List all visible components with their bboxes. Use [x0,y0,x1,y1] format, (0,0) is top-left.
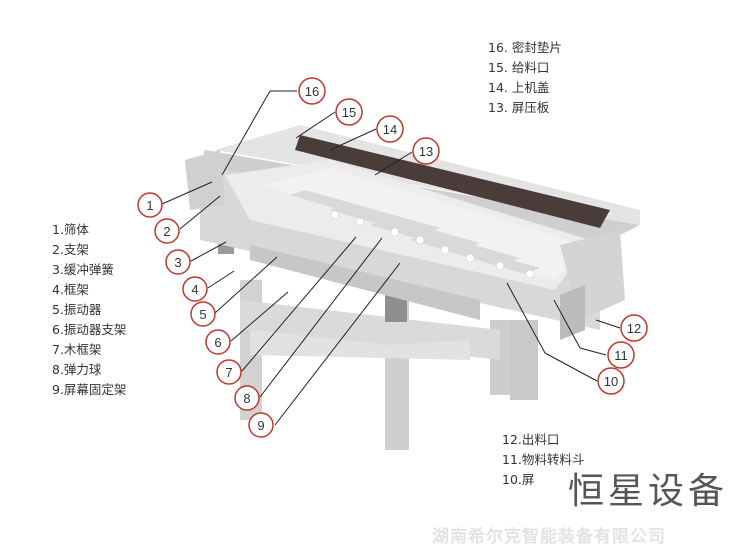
callout-15: 15 [336,99,362,125]
callout-1: 1 [138,193,162,217]
legend-item: 4.框架 [52,280,126,300]
legend-item: 5.振动器 [52,300,126,320]
svg-text:2: 2 [163,224,170,239]
svg-text:3: 3 [174,255,181,270]
svg-text:12: 12 [627,321,641,336]
legend-item: 1.筛体 [52,220,126,240]
callout-7: 7 [217,360,241,384]
callout-2: 2 [155,219,179,243]
callout-5: 5 [191,302,215,326]
company-watermark: 湖南希尔克智能装备有限公司 [432,522,666,547]
callout-16: 16 [299,78,325,104]
legend-item: 7.木框架 [52,340,126,360]
callout-9: 9 [249,413,273,437]
svg-text:4: 4 [191,282,198,297]
svg-text:10: 10 [604,374,618,389]
legend-item: 8.弹力球 [52,360,126,380]
svg-text:15: 15 [342,105,356,120]
legend-item: 9.屏幕固定架 [52,380,126,400]
callout-14: 14 [377,116,403,142]
svg-text:5: 5 [199,307,206,322]
svg-text:1: 1 [146,198,153,213]
svg-text:7: 7 [225,365,232,380]
svg-text:8: 8 [243,391,250,406]
legend-left: 1.筛体 2.支架 3.缓冲弹簧 4.框架 5.振动器 6.振动器支架 7.木框… [52,220,126,400]
legend-item: 3.缓冲弹簧 [52,260,126,280]
legend-item: 6.振动器支架 [52,320,126,340]
svg-text:14: 14 [383,122,397,137]
callout-12: 12 [621,315,647,341]
brand-watermark: 恒星设备 [568,462,728,514]
svg-text:11: 11 [614,348,628,363]
legend-item: 13. 屏压板 [488,98,562,118]
callout-3: 3 [166,250,190,274]
svg-text:13: 13 [419,144,433,159]
callout-6: 6 [206,330,230,354]
callout-10: 10 [598,368,624,394]
svg-text:9: 9 [257,418,264,433]
callout-8: 8 [235,386,259,410]
callout-13: 13 [413,138,439,164]
svg-text:6: 6 [214,335,221,350]
legend-top: 16. 密封垫片 15. 给料口 14. 上机盖 13. 屏压板 [488,38,562,118]
legend-item: 14. 上机盖 [488,78,562,98]
callout-4: 4 [183,277,207,301]
legend-item: 15. 给料口 [488,58,562,78]
legend-item: 12.出料口 [502,430,584,450]
legend-item: 16. 密封垫片 [488,38,562,58]
svg-text:16: 16 [305,84,319,99]
legend-item: 2.支架 [52,240,126,260]
callout-11: 11 [608,342,634,368]
